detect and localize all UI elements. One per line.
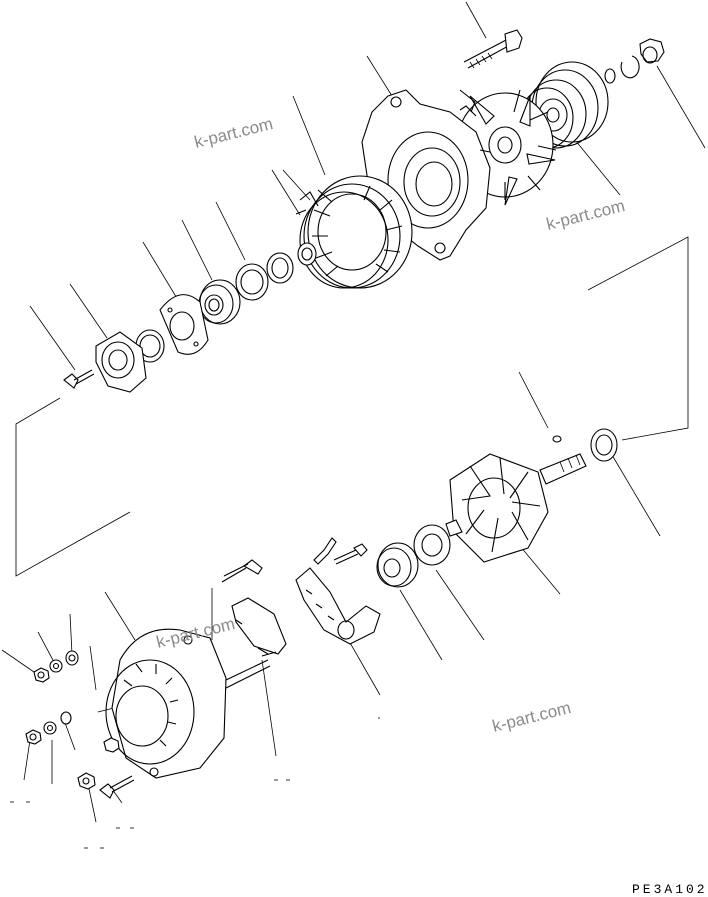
spring-washer (605, 56, 639, 83)
watermark: k-part.com (192, 114, 275, 152)
terminal-bracket (314, 538, 336, 564)
pulley-nut (640, 39, 664, 63)
pulley (521, 62, 608, 148)
regulator-brush-holder (232, 598, 286, 656)
rear-bearing-ring (591, 429, 617, 461)
terminal-bolt (334, 544, 367, 564)
nut-2 (26, 730, 41, 744)
mounting-bolt (100, 776, 134, 798)
front-ball-bearing (199, 280, 240, 324)
insulator (61, 712, 71, 724)
rectifier (296, 568, 380, 644)
label-markers (10, 718, 380, 848)
nut-1 (34, 668, 49, 682)
bearing-cover (96, 332, 146, 392)
rotor-bearing-large (377, 543, 418, 587)
rotor-bearing-small (414, 525, 450, 565)
bearing-spacer (298, 243, 316, 265)
drawing-code: PE3A102 (632, 882, 708, 897)
washer-2 (66, 651, 78, 665)
watermark: k-part.com (490, 698, 573, 736)
bearing-plate (160, 295, 208, 355)
brush-holder-screw (222, 560, 262, 582)
frame-nut (104, 738, 119, 752)
leader-lines (2, 2, 705, 822)
oil-seal (267, 253, 293, 283)
mounting-nut (78, 773, 95, 789)
rear-end-frame (106, 629, 270, 778)
cover-screw (64, 370, 94, 388)
rotor (446, 454, 586, 562)
washer-3 (44, 722, 56, 734)
stator-coil (296, 176, 412, 288)
retainer-ring (236, 264, 268, 300)
washer-1 (50, 660, 62, 672)
watermark: k-part.com (544, 196, 627, 234)
through-bolt-top (464, 30, 522, 68)
woodruff-key (553, 436, 561, 442)
